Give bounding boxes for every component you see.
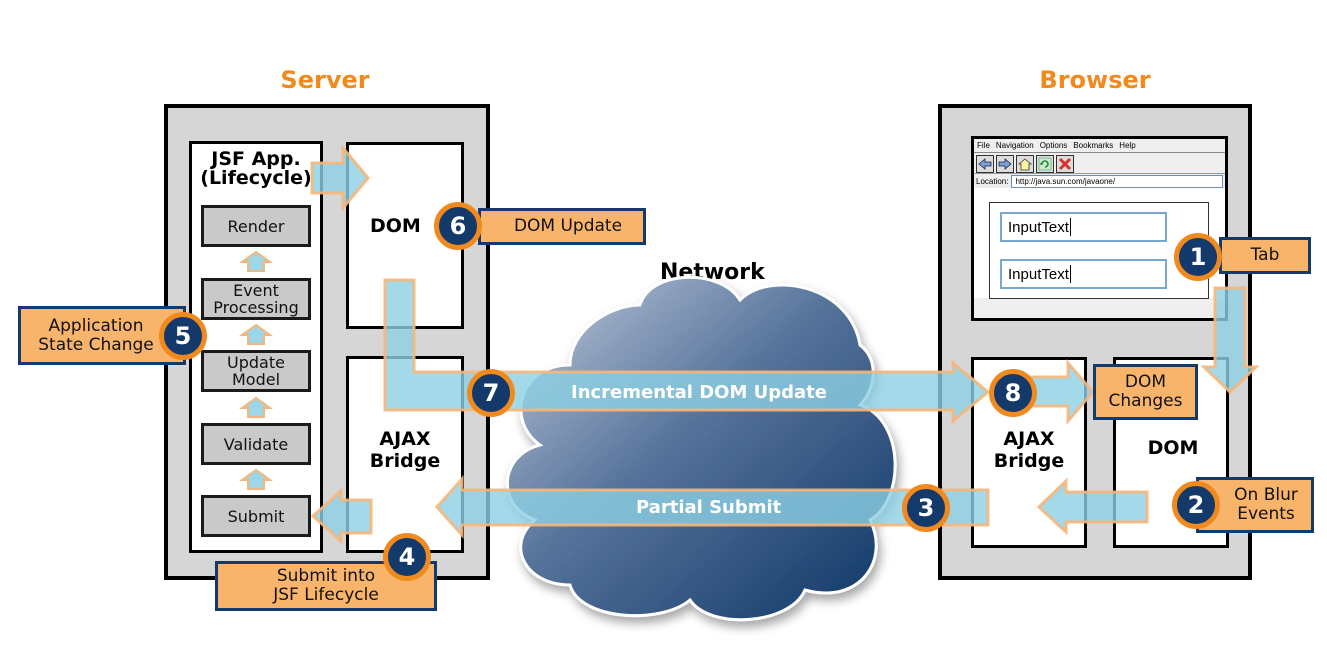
step-badge-4: 4 (383, 533, 431, 581)
menu-options[interactable]: Options (1039, 141, 1068, 150)
browser-page-area: InputText InputText (974, 188, 1225, 299)
callout-submit-into-jsf: Submit into JSF Lifecycle (215, 561, 437, 611)
lifecycle-up-arrows (238, 250, 274, 490)
stage-label: Submit (227, 506, 285, 526)
location-label: Location: (976, 177, 1009, 186)
browser-dom-label: DOM (1147, 437, 1199, 459)
server-ajax-bridge-label: AJAX Bridge (349, 428, 461, 472)
tab-down-arrow (1200, 286, 1260, 395)
step-badge-6: 6 (434, 202, 482, 250)
step-badge-1: 1 (1174, 233, 1222, 281)
step-badge-5: 5 (159, 312, 207, 360)
callout-text: Tab (1250, 245, 1280, 265)
forward-arrow-icon[interactable] (996, 155, 1014, 173)
step-badge-8: 8 (989, 369, 1037, 417)
callout-text-2: Events (1237, 504, 1295, 524)
jsf-app-title-line1: JSF App. (211, 148, 301, 170)
menu-bookmarks[interactable]: Bookmarks (1073, 141, 1114, 150)
step-badge-7: 7 (467, 369, 515, 417)
browser-ajax-bridge-label: AJAX Bridge (974, 428, 1084, 472)
callout-tab: Tab (1219, 237, 1311, 274)
ajax-line1: AJAX (379, 428, 431, 450)
callout-dom-update: DOM Update (478, 208, 646, 245)
ajax-line1: AJAX (1003, 428, 1055, 450)
jsf-app-title-line2: (Lifecycle) (200, 167, 312, 189)
callout-text-2: Changes (1108, 391, 1183, 411)
stage-update-model: Update Model (201, 350, 311, 392)
step-badge-3: 3 (902, 484, 950, 532)
callout-text: DOM Update (513, 216, 623, 236)
stage-label: Update (227, 353, 285, 372)
partial-submit-arrow (434, 475, 990, 539)
callout-text-2: JSF Lifecycle (273, 585, 379, 605)
bridge-to-submit-arrow (310, 487, 373, 545)
location-input[interactable]: http://java.sun.com/javaone/ (1011, 175, 1223, 188)
stage-label-2: Processing (213, 298, 299, 317)
stage-submit: Submit (201, 495, 311, 537)
callout-text: Application (48, 315, 144, 336)
stage-label-2: Model (231, 370, 281, 389)
home-icon[interactable] (1016, 155, 1034, 173)
menu-help[interactable]: Help (1119, 141, 1136, 150)
up-arrow-icon (238, 468, 274, 490)
input-text-value: InputText (1008, 265, 1069, 283)
incremental-dom-update-arrow (383, 278, 991, 425)
jsf-to-dom-arrow (310, 143, 370, 213)
callout-text-2: State Change (38, 334, 154, 355)
on-blur-arrow (1036, 477, 1149, 536)
callout-on-blur: On Blur Events (1196, 477, 1314, 533)
location-bar: Location: http://java.sun.com/javaone/ (974, 174, 1225, 190)
browser-toolbar (974, 153, 1225, 174)
callout-dom-changes: DOM Changes (1093, 364, 1198, 420)
stage-label: Validate (223, 434, 289, 454)
bridge-to-dom-changes-arrow (1028, 358, 1095, 426)
ajax-line2: Bridge (993, 450, 1065, 472)
callout-application-state-change: Application State Change (18, 306, 186, 365)
input-text-field-1[interactable]: InputText (1000, 212, 1167, 242)
callout-text: Submit into (276, 566, 376, 586)
server-dom-label: DOM (370, 215, 421, 237)
network-cloud (506, 275, 897, 622)
stage-label: Event (233, 281, 279, 300)
browser-title: Browser (1039, 66, 1151, 94)
step-badge-2: 2 (1172, 481, 1220, 529)
stop-icon[interactable] (1056, 155, 1074, 173)
stage-event-processing: Event Processing (201, 278, 311, 320)
incremental-dom-update-label: Incremental DOM Update (571, 382, 827, 403)
browser-menubar: File Navigation Options Bookmarks Help (974, 139, 1225, 153)
stage-validate: Validate (201, 423, 311, 465)
callout-text: On Blur (1234, 485, 1298, 505)
stage-render: Render (201, 205, 311, 247)
jsf-app-title: JSF App. (Lifecycle) (192, 150, 320, 188)
up-arrow-icon (238, 323, 274, 345)
ajax-line2: Bridge (369, 450, 441, 472)
input-text-value: InputText (1008, 218, 1069, 236)
back-arrow-icon[interactable] (976, 155, 994, 173)
browser-window: File Navigation Options Bookmarks Help Locat… (971, 136, 1228, 321)
partial-submit-label: Partial Submit (636, 497, 782, 518)
menu-navigation[interactable]: Navigation (995, 141, 1034, 150)
callout-text: DOM (1124, 372, 1167, 392)
server-title: Server (280, 66, 370, 94)
up-arrow-icon (238, 250, 274, 272)
stage-label: Render (227, 216, 285, 236)
menu-file[interactable]: File (977, 141, 990, 150)
up-arrow-icon (238, 396, 274, 418)
input-text-field-2[interactable]: InputText (1000, 259, 1167, 289)
reload-icon[interactable] (1036, 155, 1054, 173)
